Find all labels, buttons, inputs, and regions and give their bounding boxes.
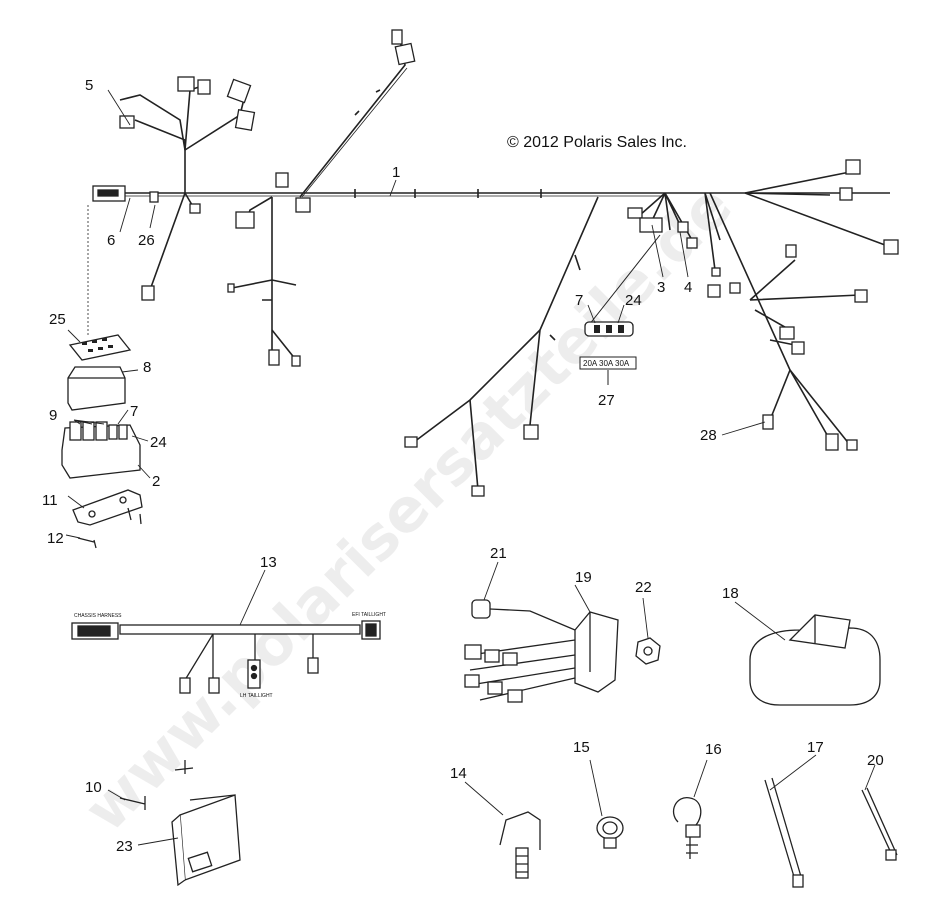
callout-12: 12 — [47, 530, 64, 547]
nut-22 — [635, 637, 661, 665]
callout-18: 18 — [722, 585, 739, 602]
sub-harness-left-plug-label: CHASSIS HARNESS — [74, 613, 122, 619]
callout-4: 4 — [684, 279, 692, 296]
callout-11: 11 — [42, 492, 58, 509]
callout-26: 26 — [138, 232, 155, 249]
callout-6: 6 — [107, 232, 115, 249]
fuse-label-box — [579, 356, 637, 370]
cover-18 — [749, 614, 881, 706]
callout-14: 14 — [450, 765, 467, 782]
callout-1: 1 — [392, 164, 400, 181]
callout-13: 13 — [260, 554, 277, 571]
ecu-module — [119, 760, 241, 887]
clips-and-ties — [499, 777, 898, 888]
callout-24a: 24 — [625, 292, 642, 309]
callout-7a: 7 — [575, 292, 583, 309]
callout-10: 10 — [85, 779, 102, 796]
harness-connectors — [92, 29, 899, 497]
relay-harness-19 — [464, 599, 619, 703]
callout-7b: 7 — [130, 403, 138, 420]
callout-25: 25 — [49, 311, 66, 328]
callout-16: 16 — [705, 741, 722, 758]
callout-8: 8 — [143, 359, 151, 376]
callout-28: 28 — [700, 427, 717, 444]
leader-lines — [65, 89, 876, 846]
callout-2: 2 — [152, 473, 160, 490]
callout-5: 5 — [85, 77, 93, 94]
sub-harness-mid-plug-label: LH TAILLIGHT — [240, 693, 273, 699]
sub-harness-right-plug-label: EFI TAILLIGHT — [352, 612, 386, 618]
callout-15: 15 — [573, 739, 590, 756]
sub-harness-13 — [71, 620, 381, 694]
callout-3: 3 — [657, 279, 665, 296]
fuse-inset: 20A 30A 30A — [579, 234, 661, 385]
callout-17: 17 — [807, 739, 824, 756]
watermark: www.polarisersatzteile.de — [71, 171, 746, 846]
copyright-text: © 2012 Polaris Sales Inc. — [507, 134, 687, 151]
callout-19: 19 — [575, 569, 592, 586]
callout-numbers: 1 2 3 4 5 6 7 7 8 9 10 11 12 13 14 15 16… — [42, 77, 884, 855]
callout-23: 23 — [116, 838, 133, 855]
fuse-box-assembly — [61, 205, 143, 549]
fuse-label: 20A 30A 30A — [583, 359, 630, 368]
callout-22: 22 — [635, 579, 652, 596]
callout-21: 21 — [490, 545, 507, 562]
callout-27: 27 — [598, 392, 615, 409]
callout-20: 20 — [867, 752, 884, 769]
callout-9: 9 — [49, 407, 57, 424]
callout-24b: 24 — [150, 434, 167, 451]
fuse-box-cover — [67, 366, 126, 411]
